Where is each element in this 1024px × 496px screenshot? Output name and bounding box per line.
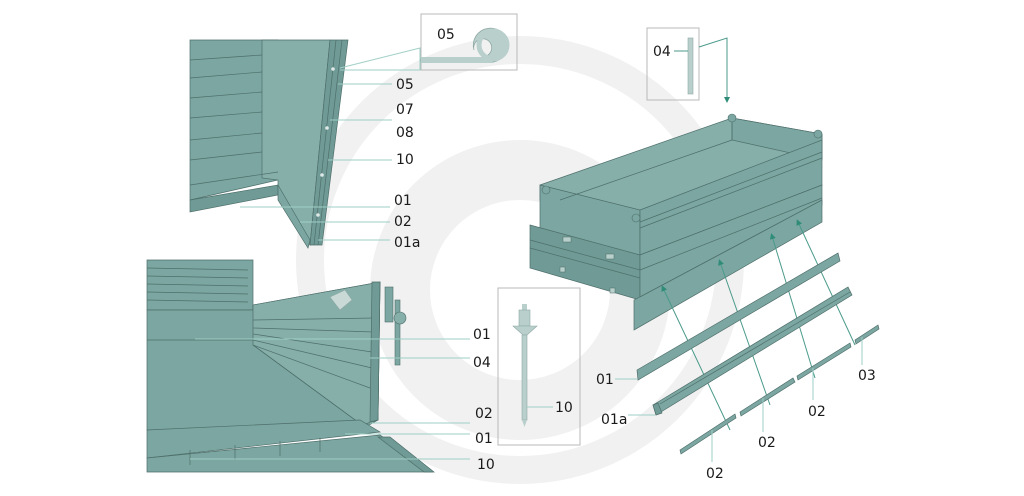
label-strip-02-b: 02 <box>758 435 776 451</box>
label-08: 08 <box>396 125 414 141</box>
strip-02-b <box>739 377 796 417</box>
label-05: 05 <box>396 77 414 93</box>
tipper-body <box>529 113 823 331</box>
pin-04 <box>394 299 401 366</box>
label-04-side: 04 <box>473 355 491 371</box>
label-10-floor: 10 <box>477 457 495 473</box>
label-strip-02-c: 02 <box>808 404 826 420</box>
bottom-left-floor-view <box>146 259 436 473</box>
strip-leaders <box>615 337 863 462</box>
label-01-floor: 01 <box>475 431 493 447</box>
pin-icon <box>687 37 694 95</box>
spring-clip-stem <box>421 57 493 63</box>
strip-02-c <box>796 342 852 381</box>
label-01a: 01a <box>394 235 420 251</box>
label-02: 02 <box>394 214 412 230</box>
rivet-icon <box>521 334 528 421</box>
bottom-left-leaders <box>190 338 470 460</box>
strip-01 <box>636 252 841 381</box>
label-angle-01a: 01a <box>601 412 627 428</box>
label-strip-02-a: 02 <box>706 466 724 482</box>
strip-02-a <box>679 413 737 455</box>
top-left-leaders <box>240 47 430 241</box>
spring-clip-inset <box>420 13 518 71</box>
label-strip-01: 01 <box>596 372 614 388</box>
inset-label-05: 05 <box>437 27 455 43</box>
inset-label-04: 04 <box>653 44 671 60</box>
spring-clip-mounted-icon <box>329 289 353 311</box>
label-strip-03: 03 <box>858 368 876 384</box>
label-07: 07 <box>396 102 414 118</box>
label-01-side: 01 <box>473 327 491 343</box>
assembly-arrows <box>661 219 856 431</box>
label-10: 10 <box>396 152 414 168</box>
top-left-corner-view <box>189 39 349 249</box>
label-02-side: 02 <box>475 406 493 422</box>
exploded-strips <box>636 252 880 455</box>
label-01: 01 <box>394 193 412 209</box>
rivet-inset <box>497 287 581 446</box>
inset-label-10: 10 <box>555 400 573 416</box>
pin-inset <box>646 27 730 103</box>
strip-03 <box>854 324 880 345</box>
